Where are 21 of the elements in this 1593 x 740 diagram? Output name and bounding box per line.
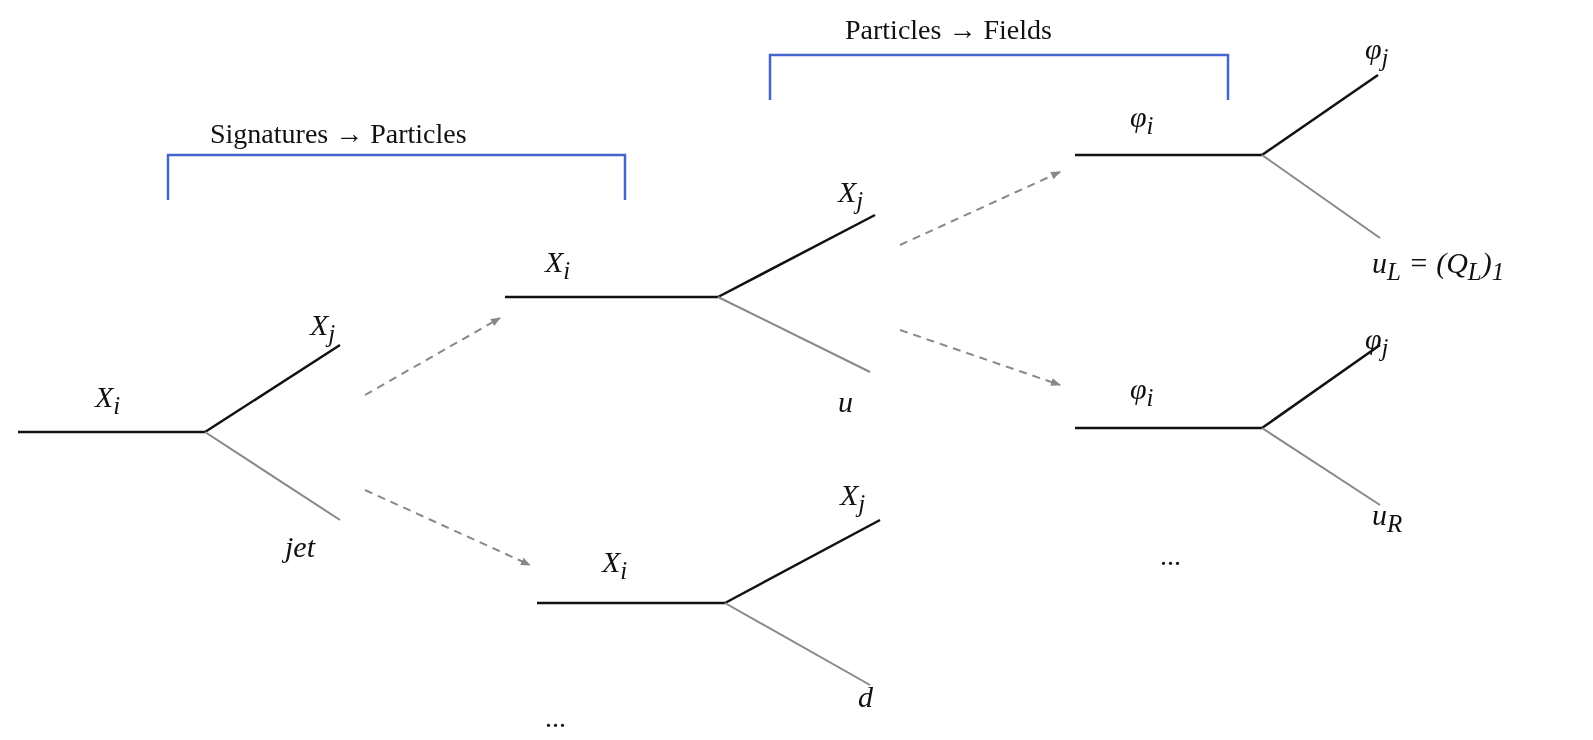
arrow (899, 171, 1061, 246)
bracket-title: Signatures → Particles (210, 118, 467, 150)
particle-label: u$_{R}$ (1372, 498, 1403, 539)
particle-label: φ$_{i}$ (1130, 372, 1154, 413)
particle-label: d (858, 680, 873, 714)
particle-label: u (838, 385, 853, 419)
ellipsis: ... (545, 702, 566, 734)
particle-label: X$_{i}$ (602, 545, 628, 586)
arrow (364, 489, 531, 566)
particle-label: u$_{L}$ = (Q$_{L}$)$_{1}$ (1372, 246, 1505, 287)
bracket-title: Particles → Fields (845, 14, 1052, 46)
particle-label: X$_{j}$ (310, 308, 336, 349)
particle-label: X$_{j}$ (840, 478, 866, 519)
ellipsis: ... (1160, 540, 1181, 572)
particle-label: X$_{i}$ (545, 245, 571, 286)
arrow (364, 317, 501, 396)
particle-label: X$_{i}$ (95, 380, 121, 421)
particle-label: φ$_{i}$ (1130, 100, 1154, 141)
arrow (899, 329, 1061, 386)
particle-label: X$_{j}$ (838, 175, 864, 216)
particle-label: φ$_{j}$ (1365, 32, 1389, 73)
